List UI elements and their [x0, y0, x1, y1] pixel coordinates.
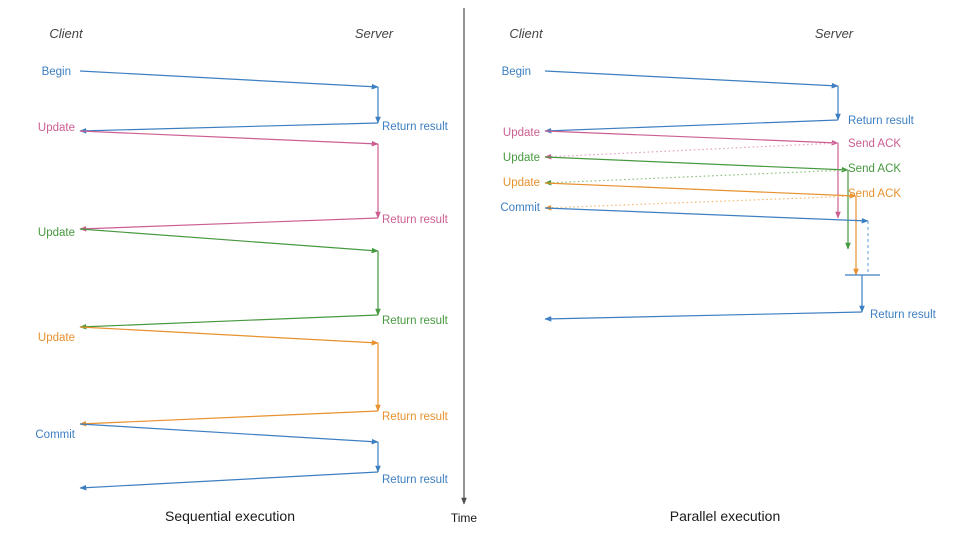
arrow-to-client	[544, 311, 863, 322]
arrow-to-client	[544, 142, 839, 160]
message-update3-request: Update	[503, 177, 857, 199]
message-label-begin-request: Begin	[502, 66, 531, 78]
lane-title-server: Server	[355, 26, 394, 41]
arrow-to-client	[79, 217, 379, 232]
message-commit-request: Commit	[500, 202, 869, 224]
lane-title-client: Client	[49, 26, 84, 41]
arrow-to-client	[79, 471, 379, 491]
arrow-to-client	[544, 195, 857, 211]
arrow-to-server	[79, 70, 379, 90]
message-update1-return: Return result	[79, 214, 449, 232]
message-commit-request: Commit	[35, 423, 379, 445]
arrow-to-client	[79, 410, 379, 427]
arrow-to-server	[544, 156, 849, 173]
message-label-update1-request: Update	[503, 127, 540, 139]
message-label-update3-request: Update	[503, 177, 540, 189]
message-label-update3-return: Return result	[382, 411, 449, 423]
arrow-to-server	[79, 130, 379, 147]
message-begin-return: Return result	[544, 115, 915, 134]
message-update2-return: Return result	[79, 314, 449, 330]
message-update2-ack: Send ACK	[544, 163, 901, 186]
message-label-update1-request: Update	[38, 122, 75, 134]
message-commit-return: Return result	[79, 471, 449, 491]
message-label-begin-request: Begin	[42, 66, 71, 78]
arrow-to-server	[79, 423, 379, 445]
message-label-begin-return: Return result	[382, 121, 449, 133]
message-begin-request: Begin	[502, 66, 839, 89]
arrow-to-client	[544, 169, 849, 186]
message-update3-request: Update	[38, 326, 379, 346]
message-update2-request: Update	[38, 227, 379, 254]
message-update2-request: Update	[503, 152, 849, 173]
message-update3-ack: Send ACK	[544, 188, 901, 211]
message-update1-request: Update	[38, 122, 379, 147]
message-label-update1-return: Return result	[382, 214, 449, 226]
arrow-to-server	[79, 326, 379, 346]
panel-caption-parallel: Parallel execution	[670, 508, 781, 524]
message-label-update2-return: Return result	[382, 315, 449, 327]
message-label-update3-ack: Send ACK	[848, 188, 901, 200]
message-begin-return: Return result	[79, 121, 449, 134]
arrow-to-server	[544, 70, 839, 89]
message-label-update1-ack: Send ACK	[848, 138, 901, 150]
time-axis-layer: Time	[451, 8, 478, 525]
message-label-commit-request: Commit	[35, 429, 75, 441]
message-label-update2-ack: Send ACK	[848, 163, 901, 175]
lane-title-server: Server	[815, 26, 854, 41]
arrow-to-client	[544, 119, 839, 134]
time-axis-label: Time	[451, 511, 478, 525]
arrow-to-client	[79, 122, 379, 134]
arrow-to-server	[544, 207, 869, 224]
message-update1-request: Update	[503, 127, 839, 146]
message-begin-request: Begin	[42, 66, 379, 90]
message-label-commit-return: Return result	[382, 474, 449, 486]
lane-title-client: Client	[509, 26, 544, 41]
panel-caption-sequential: Sequential execution	[165, 508, 295, 524]
arrow-to-server	[544, 130, 839, 146]
arrow-to-server	[544, 182, 857, 199]
message-update1-ack: Send ACK	[544, 138, 901, 160]
message-label-update2-request: Update	[38, 227, 75, 239]
arrow-to-client	[79, 314, 379, 330]
message-label-commit-request: Commit	[500, 202, 540, 214]
message-label-commit-return: Return result	[870, 309, 937, 321]
message-label-update3-request: Update	[38, 332, 75, 344]
arrow-to-server	[79, 228, 379, 254]
message-label-begin-return: Return result	[848, 115, 915, 127]
message-update3-return: Return result	[79, 410, 449, 427]
message-label-update2-request: Update	[503, 152, 540, 164]
message-commit-return: Return result	[544, 309, 937, 322]
